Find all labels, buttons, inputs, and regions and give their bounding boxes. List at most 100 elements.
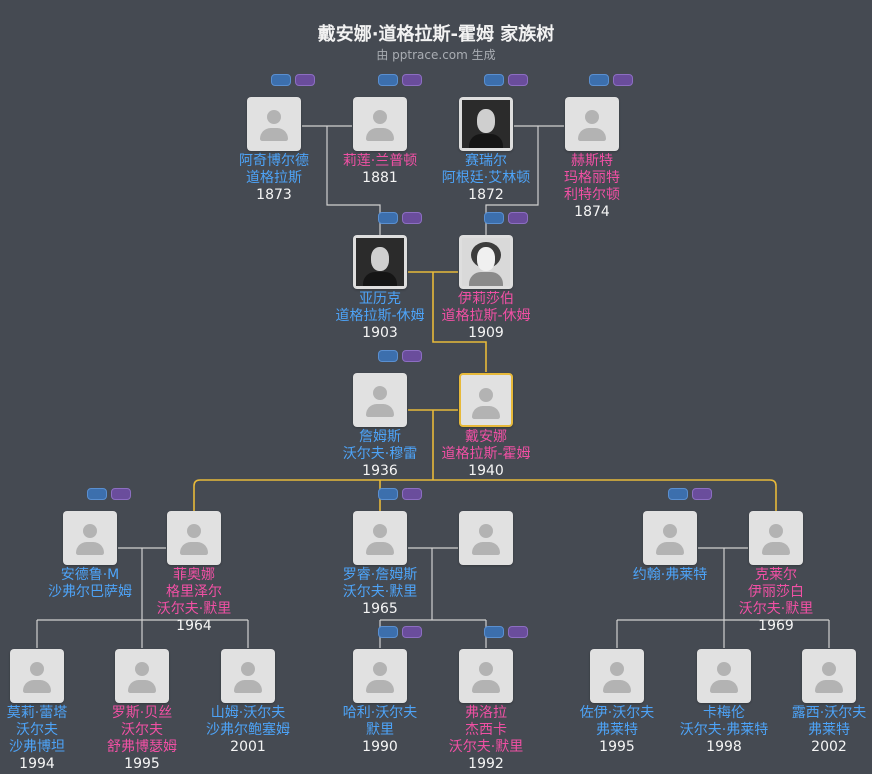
placeholder-avatar-icon[interactable] (459, 373, 513, 427)
person-name-line: 道格拉斯 (246, 170, 302, 186)
person-name-line: 沙弗尔巴萨姆 (48, 584, 132, 600)
person-card-ross_spouse[interactable] (426, 511, 546, 567)
person-name: 哈利·沃尔夫默里 (320, 705, 440, 739)
person-card-john[interactable]: 约翰·弗莱特 (610, 511, 730, 584)
placeholder-avatar-icon[interactable] (697, 649, 751, 703)
expand-father-toggle[interactable] (589, 74, 609, 86)
person-name-line: 伊莉莎伯 (458, 291, 514, 307)
expand-father-toggle[interactable] (378, 626, 398, 638)
portrait-photo[interactable] (459, 235, 513, 289)
placeholder-avatar-icon[interactable] (353, 97, 407, 151)
expand-mother-toggle[interactable] (402, 74, 422, 86)
placeholder-avatar-icon[interactable] (10, 649, 64, 703)
person-name-line: 露西·沃尔夫 (791, 705, 867, 721)
birth-year: 1992 (468, 756, 504, 772)
person-name-line: 沙弗博坦 (9, 739, 65, 755)
expand-mother-toggle[interactable] (508, 626, 528, 638)
placeholder-avatar-icon[interactable] (749, 511, 803, 565)
expand-mother-toggle[interactable] (613, 74, 633, 86)
person-name-line: 亚历克 (359, 291, 401, 307)
expand-mother-toggle[interactable] (402, 350, 422, 362)
expand-father-toggle[interactable] (87, 488, 107, 500)
person-name: 约翰·弗莱特 (610, 567, 730, 584)
person-name-line: 道格拉斯-霍姆 (441, 446, 531, 462)
person-name-line: 沃尔夫·穆雷 (342, 446, 418, 462)
expand-mother-toggle[interactable] (402, 626, 422, 638)
placeholder-avatar-icon[interactable] (353, 511, 407, 565)
person-name-line: 戴安娜 (465, 429, 507, 445)
expand-mother-toggle[interactable] (692, 488, 712, 500)
expand-mother-toggle[interactable] (402, 488, 422, 500)
placeholder-avatar-icon[interactable] (221, 649, 275, 703)
expand-father-toggle[interactable] (378, 488, 398, 500)
expand-mother-toggle[interactable] (508, 74, 528, 86)
placeholder-avatar-icon[interactable] (247, 97, 301, 151)
expand-father-toggle[interactable] (484, 74, 504, 86)
person-name-line: 格里泽尔 (166, 584, 222, 600)
placeholder-avatar-icon[interactable] (115, 649, 169, 703)
portrait-photo[interactable] (459, 97, 513, 151)
birth-year: 1965 (362, 601, 398, 617)
placeholder-avatar-icon[interactable] (459, 649, 513, 703)
person-name: 莫莉·蕾塔沃尔夫沙弗博坦 (0, 705, 97, 756)
expand-father-toggle[interactable] (378, 74, 398, 86)
placeholder-avatar-icon[interactable] (167, 511, 221, 565)
person-name-line: 沃尔夫·默里 (342, 584, 418, 600)
person-name: 赛瑞尔阿根廷·艾林顿 (426, 153, 546, 187)
placeholder-avatar-icon[interactable] (565, 97, 619, 151)
expand-father-toggle[interactable] (484, 626, 504, 638)
person-name-line: 山姆·沃尔夫 (210, 705, 286, 721)
placeholder-avatar-icon[interactable] (590, 649, 644, 703)
person-name-line: 阿奇博尔德 (239, 153, 309, 169)
person-name-line: 哈利·沃尔夫 (342, 705, 418, 721)
placeholder-avatar-icon[interactable] (643, 511, 697, 565)
person-name-line: 舒弗博瑟姆 (107, 739, 177, 755)
expand-mother-toggle[interactable] (111, 488, 131, 500)
expand-father-toggle[interactable] (668, 488, 688, 500)
person-name-line: 罗斯·贝丝 (111, 705, 173, 721)
placeholder-avatar-icon[interactable] (353, 373, 407, 427)
placeholder-avatar-icon[interactable] (459, 511, 513, 565)
birth-year: 1994 (19, 756, 55, 772)
portrait-photo[interactable] (353, 235, 407, 289)
person-name-line: 道格拉斯-休姆 (335, 308, 425, 324)
placeholder-avatar-icon[interactable] (353, 649, 407, 703)
expand-mother-toggle[interactable] (295, 74, 315, 86)
expand-father-toggle[interactable] (378, 212, 398, 224)
person-name-line: 沙弗尔鲍塞姆 (206, 722, 290, 738)
page-title: 戴安娜·道格拉斯-霍姆 家族树 (317, 24, 555, 45)
person-name-line: 杰西卡 (465, 722, 507, 738)
birth-year: 2001 (230, 739, 266, 755)
expand-father-toggle[interactable] (271, 74, 291, 86)
expand-mother-toggle[interactable] (508, 212, 528, 224)
person-name: 戴安娜道格拉斯-霍姆 (426, 429, 546, 463)
expand-mother-toggle[interactable] (402, 212, 422, 224)
placeholder-avatar-icon[interactable] (802, 649, 856, 703)
placeholder-avatar-icon[interactable] (63, 511, 117, 565)
person-name-line: 沃尔夫·默里 (156, 601, 232, 617)
expand-father-toggle[interactable] (378, 350, 398, 362)
birth-year: 2002 (811, 739, 847, 755)
expand-father-toggle[interactable] (484, 212, 504, 224)
